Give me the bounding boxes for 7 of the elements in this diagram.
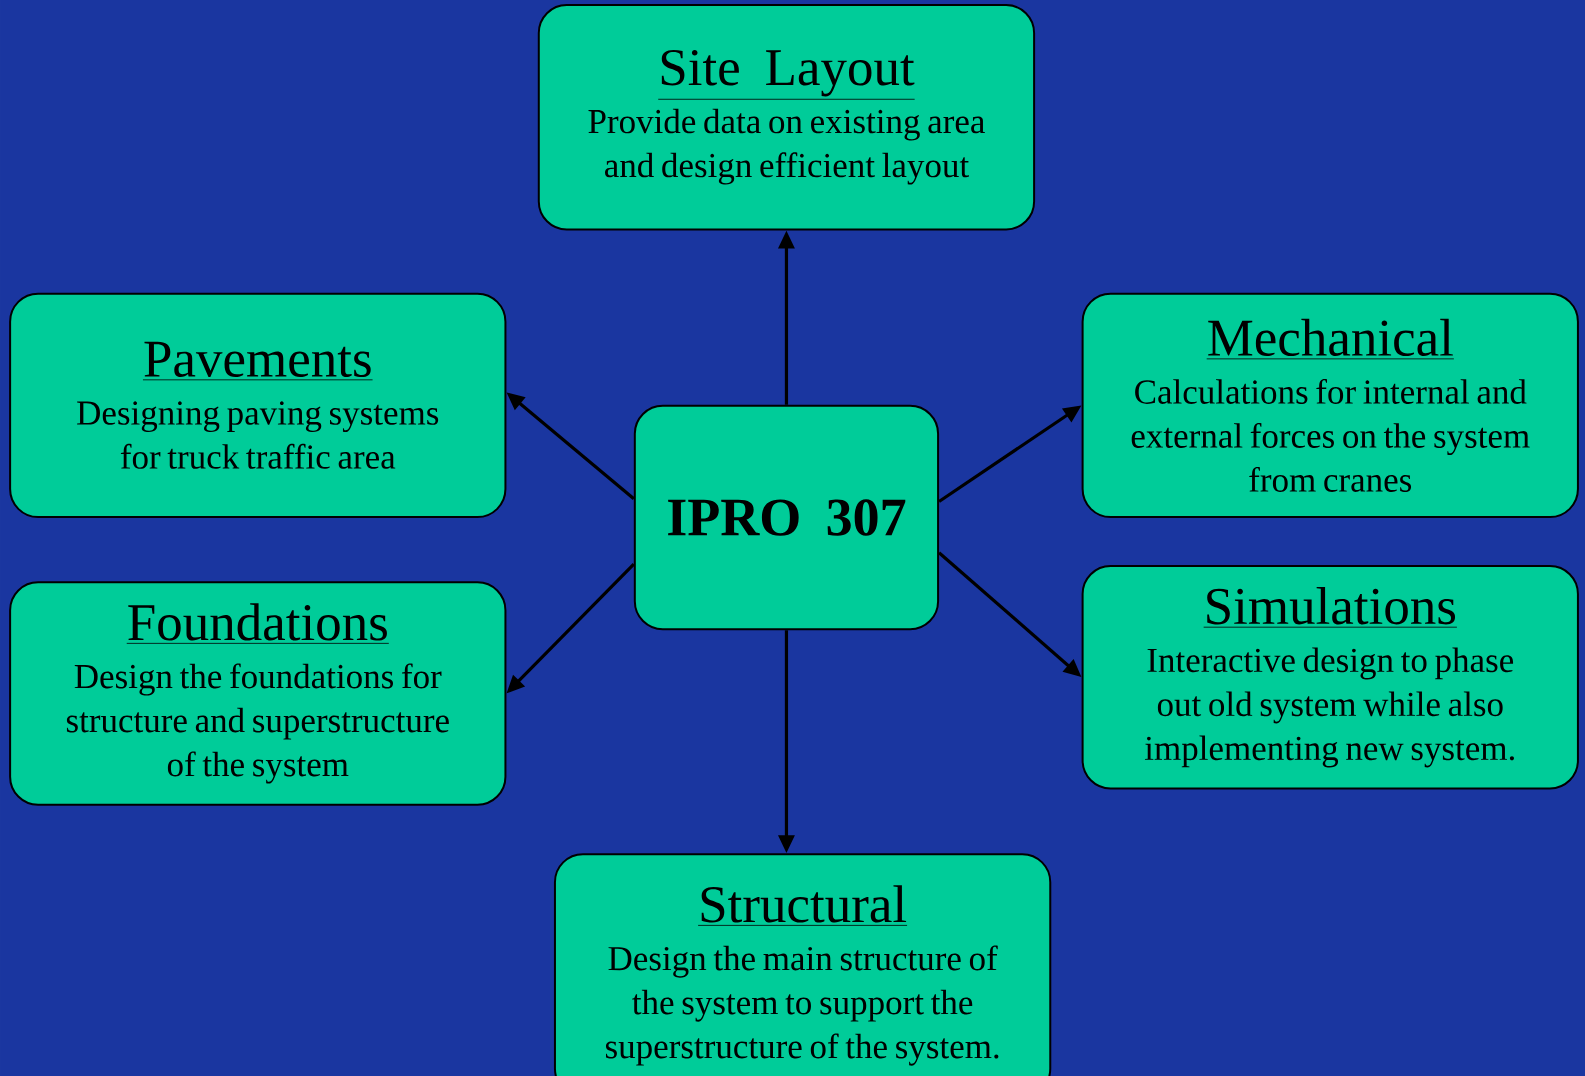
topic-box: Structural Design the main structure of the system to support the superstructure of the system. bbox=[553, 853, 1052, 1076]
topic-box: Mechanical Calculations for internal and external forces on the system from cranes bbox=[1081, 292, 1579, 519]
topic-box: Simulations Interactive design to phase out old system while also implementing new system. bbox=[1081, 565, 1579, 790]
topic-box: Foundations Design the foundations for structure and superstructure of the system bbox=[9, 581, 507, 806]
center-box: IPRO 307 bbox=[633, 404, 940, 631]
topic-box: Pavements Designing paving systems for truck traffic area bbox=[9, 292, 507, 519]
topic-box: Site Layout Provide data on existing area and design efficient layout bbox=[537, 4, 1036, 231]
